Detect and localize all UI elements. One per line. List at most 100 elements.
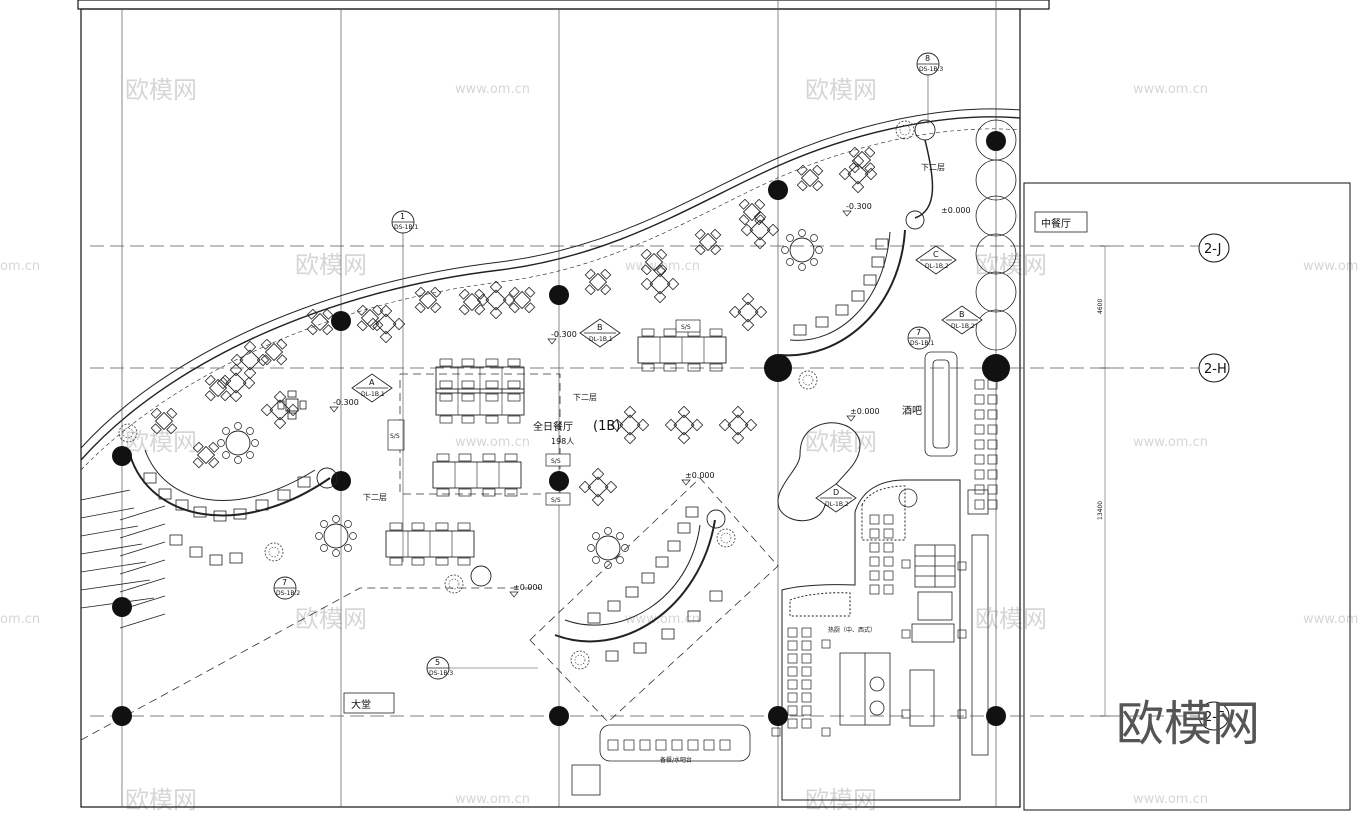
column <box>764 354 792 382</box>
kitchen-fixture <box>974 379 985 390</box>
dining-table <box>476 280 516 320</box>
right-column-row <box>975 119 1017 351</box>
kitchen-fixture <box>987 394 998 405</box>
kitchen-fixture <box>787 705 798 716</box>
svg-text:4600: 4600 <box>1097 299 1104 314</box>
stair-tread <box>80 579 151 591</box>
svg-text:DS-1B.2: DS-1B.2 <box>276 590 300 597</box>
kitchen-fixture <box>801 666 812 677</box>
dining-table <box>253 331 295 373</box>
stair-tread <box>119 613 166 629</box>
stair-left <box>80 489 166 629</box>
svg-text:B: B <box>597 323 603 332</box>
stair-tread <box>119 577 166 593</box>
svg-text:www.om.cn: www.om.cn <box>455 792 530 807</box>
svg-text:欧模网: 欧模网 <box>805 76 877 104</box>
dining-table <box>407 279 449 321</box>
kitchen-fixture <box>974 439 985 450</box>
kitchen-fixture <box>987 499 998 510</box>
svg-text:DL-1B.1: DL-1B.1 <box>361 391 385 398</box>
column <box>112 446 132 466</box>
dining-table <box>578 467 618 507</box>
chinese-restaurant-label: 中餐厅 <box>1041 217 1071 230</box>
kitchen-fixture <box>869 584 880 595</box>
dining-table <box>501 279 543 321</box>
stair-tread <box>80 525 139 537</box>
ss-label: S/S <box>551 497 561 504</box>
kitchen-fixture <box>957 709 967 719</box>
kitchen-fixture <box>974 469 985 480</box>
column <box>768 706 788 726</box>
kitchen-fixture <box>974 484 985 495</box>
long-table <box>385 522 475 566</box>
kitchen-fixture <box>607 739 619 751</box>
kitchen-fixture <box>883 570 894 581</box>
kitchen-fixture <box>801 653 812 664</box>
column <box>549 706 569 726</box>
stair-tread <box>80 507 135 519</box>
kitchen-fixture <box>623 739 635 751</box>
kitchen-fixture <box>957 561 967 571</box>
ss-label: S/S <box>390 433 400 440</box>
long-table <box>432 453 522 497</box>
pantry-note: 备餐/水吧台 <box>660 756 692 764</box>
ss-label: S/S <box>551 458 561 465</box>
svg-text:www.om.cn: www.om.cn <box>1303 612 1359 627</box>
banquette-seat <box>189 546 203 558</box>
kitchen-fixture <box>901 559 911 569</box>
svg-text:欧模网: 欧模网 <box>125 428 197 456</box>
kitchen-fixture <box>987 469 998 480</box>
svg-text:DS-1B.3: DS-1B.3 <box>429 670 453 677</box>
kitchen-fixture <box>787 666 798 677</box>
detail-marker-7a: 7 DS-1B.2 <box>273 576 300 600</box>
dining-table <box>216 363 256 403</box>
capacity-label: 198人 <box>551 437 574 446</box>
grid-bubble-2f: 2-F <box>1198 701 1230 731</box>
dining-table <box>687 221 729 263</box>
stair-tread <box>80 543 143 555</box>
kitchen-fixture <box>801 718 812 729</box>
structural-grid-lines <box>90 0 1200 807</box>
svg-text:www.om.cn: www.om.cn <box>625 259 700 274</box>
kitchen-fixture <box>671 739 683 751</box>
column <box>112 706 132 726</box>
down-to-2f-label: 下二层 <box>363 493 387 502</box>
column <box>986 706 1006 726</box>
svg-text:om.cn: om.cn <box>0 259 40 274</box>
grid-bubble-2h: 2-H <box>1198 353 1230 383</box>
column <box>331 471 351 491</box>
svg-text:B: B <box>959 310 965 319</box>
kitchen-fixture <box>787 692 798 703</box>
svg-text:7: 7 <box>282 578 287 587</box>
kitchen-fixture <box>787 653 798 664</box>
svg-text:www.om.cn: www.om.cn <box>1303 259 1359 274</box>
svg-text:www.om.cn: www.om.cn <box>455 82 530 97</box>
stair-tread <box>80 489 131 501</box>
banquette-seat <box>875 238 889 250</box>
level-label: ±0.000 <box>685 471 715 480</box>
section-marker-d: D DL-1B.2 <box>815 483 857 513</box>
dining-table <box>718 405 758 445</box>
kitchen-fixture <box>883 542 894 553</box>
kitchen-fixture <box>987 439 998 450</box>
svg-text:欧模网: 欧模网 <box>125 76 197 104</box>
stair-tread <box>119 523 166 539</box>
svg-text:5: 5 <box>435 658 440 667</box>
level-label: ±0.000 <box>850 407 880 416</box>
svg-text:www.om.cn: www.om.cn <box>1133 82 1208 97</box>
svg-text:C: C <box>933 250 939 259</box>
kitchen-fixture <box>901 629 911 639</box>
kitchen-fixture <box>869 570 880 581</box>
banquette-seat <box>685 506 699 518</box>
banquette-seat <box>835 304 849 316</box>
kitchen-fixture <box>987 484 998 495</box>
kitchen-fixture <box>974 499 985 510</box>
kitchen-fixture <box>987 454 998 465</box>
dining-table <box>740 210 780 250</box>
level-label: -0.300 <box>846 202 872 211</box>
banquette-seat <box>229 552 243 564</box>
kitchen-fixture <box>801 679 812 690</box>
structural-columns <box>112 131 1010 726</box>
svg-text:www.om.cn: www.om.cn <box>455 435 530 450</box>
section-marker-a: A DL-1B.1 <box>351 373 393 403</box>
